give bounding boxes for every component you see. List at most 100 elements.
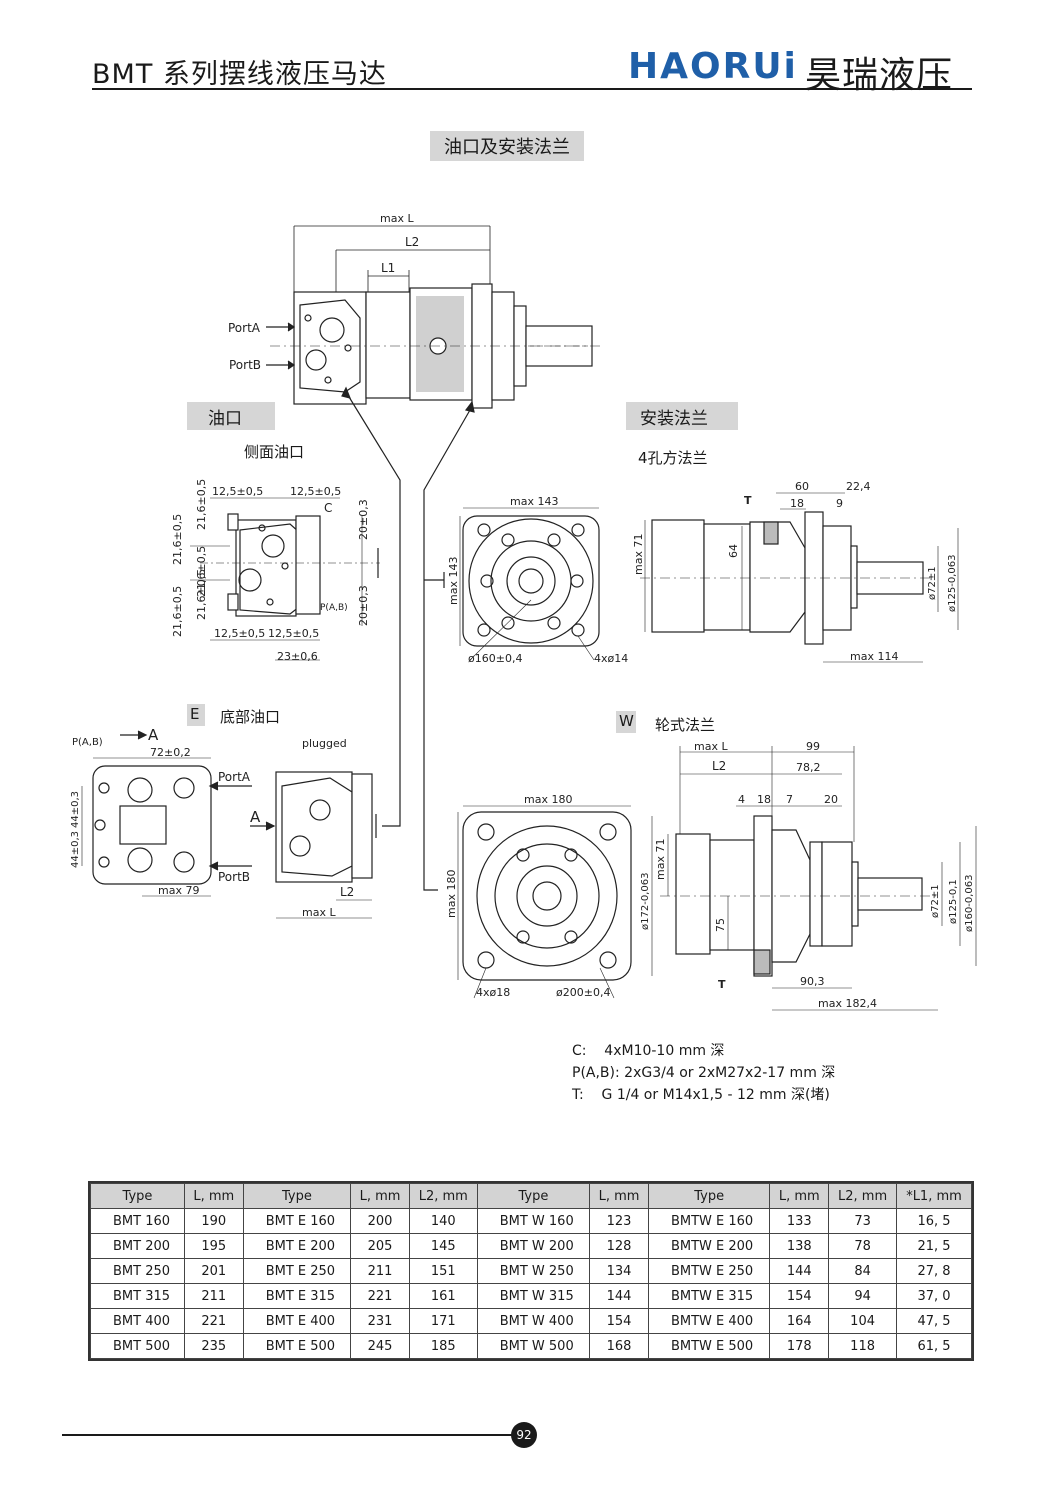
note-p: P(A,B): 2xG3/4 or 2xM27x2-17 mm 深 xyxy=(572,1065,836,1081)
dim-ws-75: 75 xyxy=(714,918,727,932)
section-title: 油口及安装法兰 xyxy=(430,131,584,161)
cell: BMT W 400 xyxy=(476,1308,591,1334)
cell: BMT W 315 xyxy=(476,1283,591,1309)
col-L-2: L, mm xyxy=(350,1183,410,1209)
side-port-drawing xyxy=(190,497,380,661)
cell: 178 xyxy=(769,1333,830,1359)
dim-bot-a2: A xyxy=(250,808,261,826)
dim-bot-44b: 44±0,3 xyxy=(70,791,81,828)
dim-wf-max180h: max 180 xyxy=(524,793,572,806)
cell: 195 xyxy=(183,1233,244,1259)
note-c: C: 4xM10-10 mm 深 xyxy=(572,1043,725,1059)
cell: 171 xyxy=(408,1308,478,1334)
cell: 123 xyxy=(589,1208,649,1234)
dim-wf-holes: 4xø18 xyxy=(476,986,510,999)
ports-box-label: 油口 xyxy=(208,409,242,429)
flange-4hole-label: 4孔方法兰 xyxy=(638,449,708,467)
cell: BMT 400 xyxy=(90,1308,185,1334)
dim-L2: L2 xyxy=(405,235,419,249)
dim-sq-max143v: max 143 xyxy=(447,557,460,605)
cell: 200 xyxy=(350,1208,410,1234)
dim-sq-holes: 4xø14 xyxy=(594,652,628,665)
dim-ws-maxL: max L xyxy=(694,740,728,753)
wheel-flange-label: 轮式法兰 xyxy=(655,716,716,734)
col-type-4: Type xyxy=(647,1183,771,1209)
dim-sq-dia160: ø160±0,4 xyxy=(468,652,522,665)
cell: 231 xyxy=(350,1308,410,1334)
cell: 140 xyxy=(408,1208,478,1234)
dim-side-7: 21,6±0,5 xyxy=(195,569,208,620)
cell: 164 xyxy=(769,1308,830,1334)
dim-side-2: 12,5±0,5 xyxy=(290,485,341,498)
wheel-flange-side xyxy=(651,746,977,1011)
dim-sf-9: 9 xyxy=(836,497,843,510)
dim-side-12: 23±0,6 xyxy=(277,650,318,663)
cell: BMT 315 xyxy=(90,1283,185,1309)
cell: BMTW E 315 xyxy=(647,1283,771,1309)
dim-side-11: 12,5±0,5 xyxy=(268,627,319,640)
dim-bot-plugged: plugged xyxy=(302,737,347,750)
brand-logo-latin: HAORUi xyxy=(628,46,798,87)
dim-maxL: max L xyxy=(380,212,414,225)
dim-sf-64: 64 xyxy=(727,544,740,558)
bottom-port-a-label: PortA xyxy=(218,770,251,784)
dim-ws-t: T xyxy=(718,978,726,991)
col-type-1: Type xyxy=(90,1183,185,1209)
cell: 201 xyxy=(183,1258,244,1284)
header-rule xyxy=(92,88,972,90)
cell: 133 xyxy=(769,1208,830,1234)
col-type-2: Type xyxy=(242,1183,352,1209)
cell: BMTW E 200 xyxy=(647,1233,771,1259)
cell: 37, 0 xyxy=(896,1283,972,1309)
dim-sq-max143h: max 143 xyxy=(510,495,558,508)
bottom-ports-label: 底部油口 xyxy=(220,708,281,726)
cell: 168 xyxy=(589,1333,649,1359)
dim-side-10: 12,5±0,5 xyxy=(214,627,265,640)
dim-side-c: C xyxy=(324,501,332,515)
cell: BMT E 160 xyxy=(242,1208,352,1234)
cell: BMT E 200 xyxy=(242,1233,352,1259)
dim-side-4: 21,6±0,5 xyxy=(171,514,184,565)
cell: BMT E 500 xyxy=(242,1333,352,1359)
cell: BMT 160 xyxy=(90,1208,185,1234)
dim-sf-max71: max 71 xyxy=(632,534,645,575)
dim-ws-L2: L2 xyxy=(712,759,726,773)
col-L1-4: *L1, mm xyxy=(896,1183,972,1209)
cell: 94 xyxy=(828,1283,897,1309)
technical-drawing: max L L2 L1 PortA PortB xyxy=(70,212,977,1011)
dim-bot-max79: max 79 xyxy=(158,884,199,897)
dim-ws-dia160: ø160-0,063 xyxy=(964,875,975,932)
dim-sf-224: 22,4 xyxy=(846,480,871,493)
bottom-tag: E xyxy=(190,705,200,723)
cell: 211 xyxy=(183,1283,244,1309)
dim-sf-60: 60 xyxy=(795,480,809,493)
cell: BMTW E 160 xyxy=(647,1208,771,1234)
col-L-4: L, mm xyxy=(769,1183,830,1209)
dim-ws-99: 99 xyxy=(806,740,820,753)
dim-side-p: P(A,B) xyxy=(320,603,348,613)
cell: 61, 5 xyxy=(896,1333,972,1359)
col-L2-4: L2, mm xyxy=(828,1183,897,1209)
cell: 134 xyxy=(589,1258,649,1284)
cell: 47, 5 xyxy=(896,1308,972,1334)
page-number: 92 xyxy=(511,1422,537,1448)
port-a-label: PortA xyxy=(228,321,261,335)
cell: 16, 5 xyxy=(896,1208,972,1234)
spec-table: Type L, mm Type L, mm L2, mm Type L, mm … xyxy=(88,1181,974,1361)
cell: 104 xyxy=(828,1308,897,1334)
dim-ws-max1824: max 182,4 xyxy=(818,997,877,1010)
cell: 21, 5 xyxy=(896,1233,972,1259)
cell: 154 xyxy=(589,1308,649,1334)
square-flange-side xyxy=(640,492,959,663)
note-t: T: G 1/4 or M14x1,5 - 12 mm 深(堵) xyxy=(572,1087,830,1103)
cell: 221 xyxy=(183,1308,244,1334)
wheel-tag: W xyxy=(619,712,634,730)
col-type-3: Type xyxy=(476,1183,591,1209)
dim-ws-dia125: ø125-0,1 xyxy=(948,879,959,924)
dim-ws-20: 20 xyxy=(824,793,838,806)
cell: 221 xyxy=(350,1283,410,1309)
dim-wf-dia200: ø200±0,4 xyxy=(556,986,610,999)
